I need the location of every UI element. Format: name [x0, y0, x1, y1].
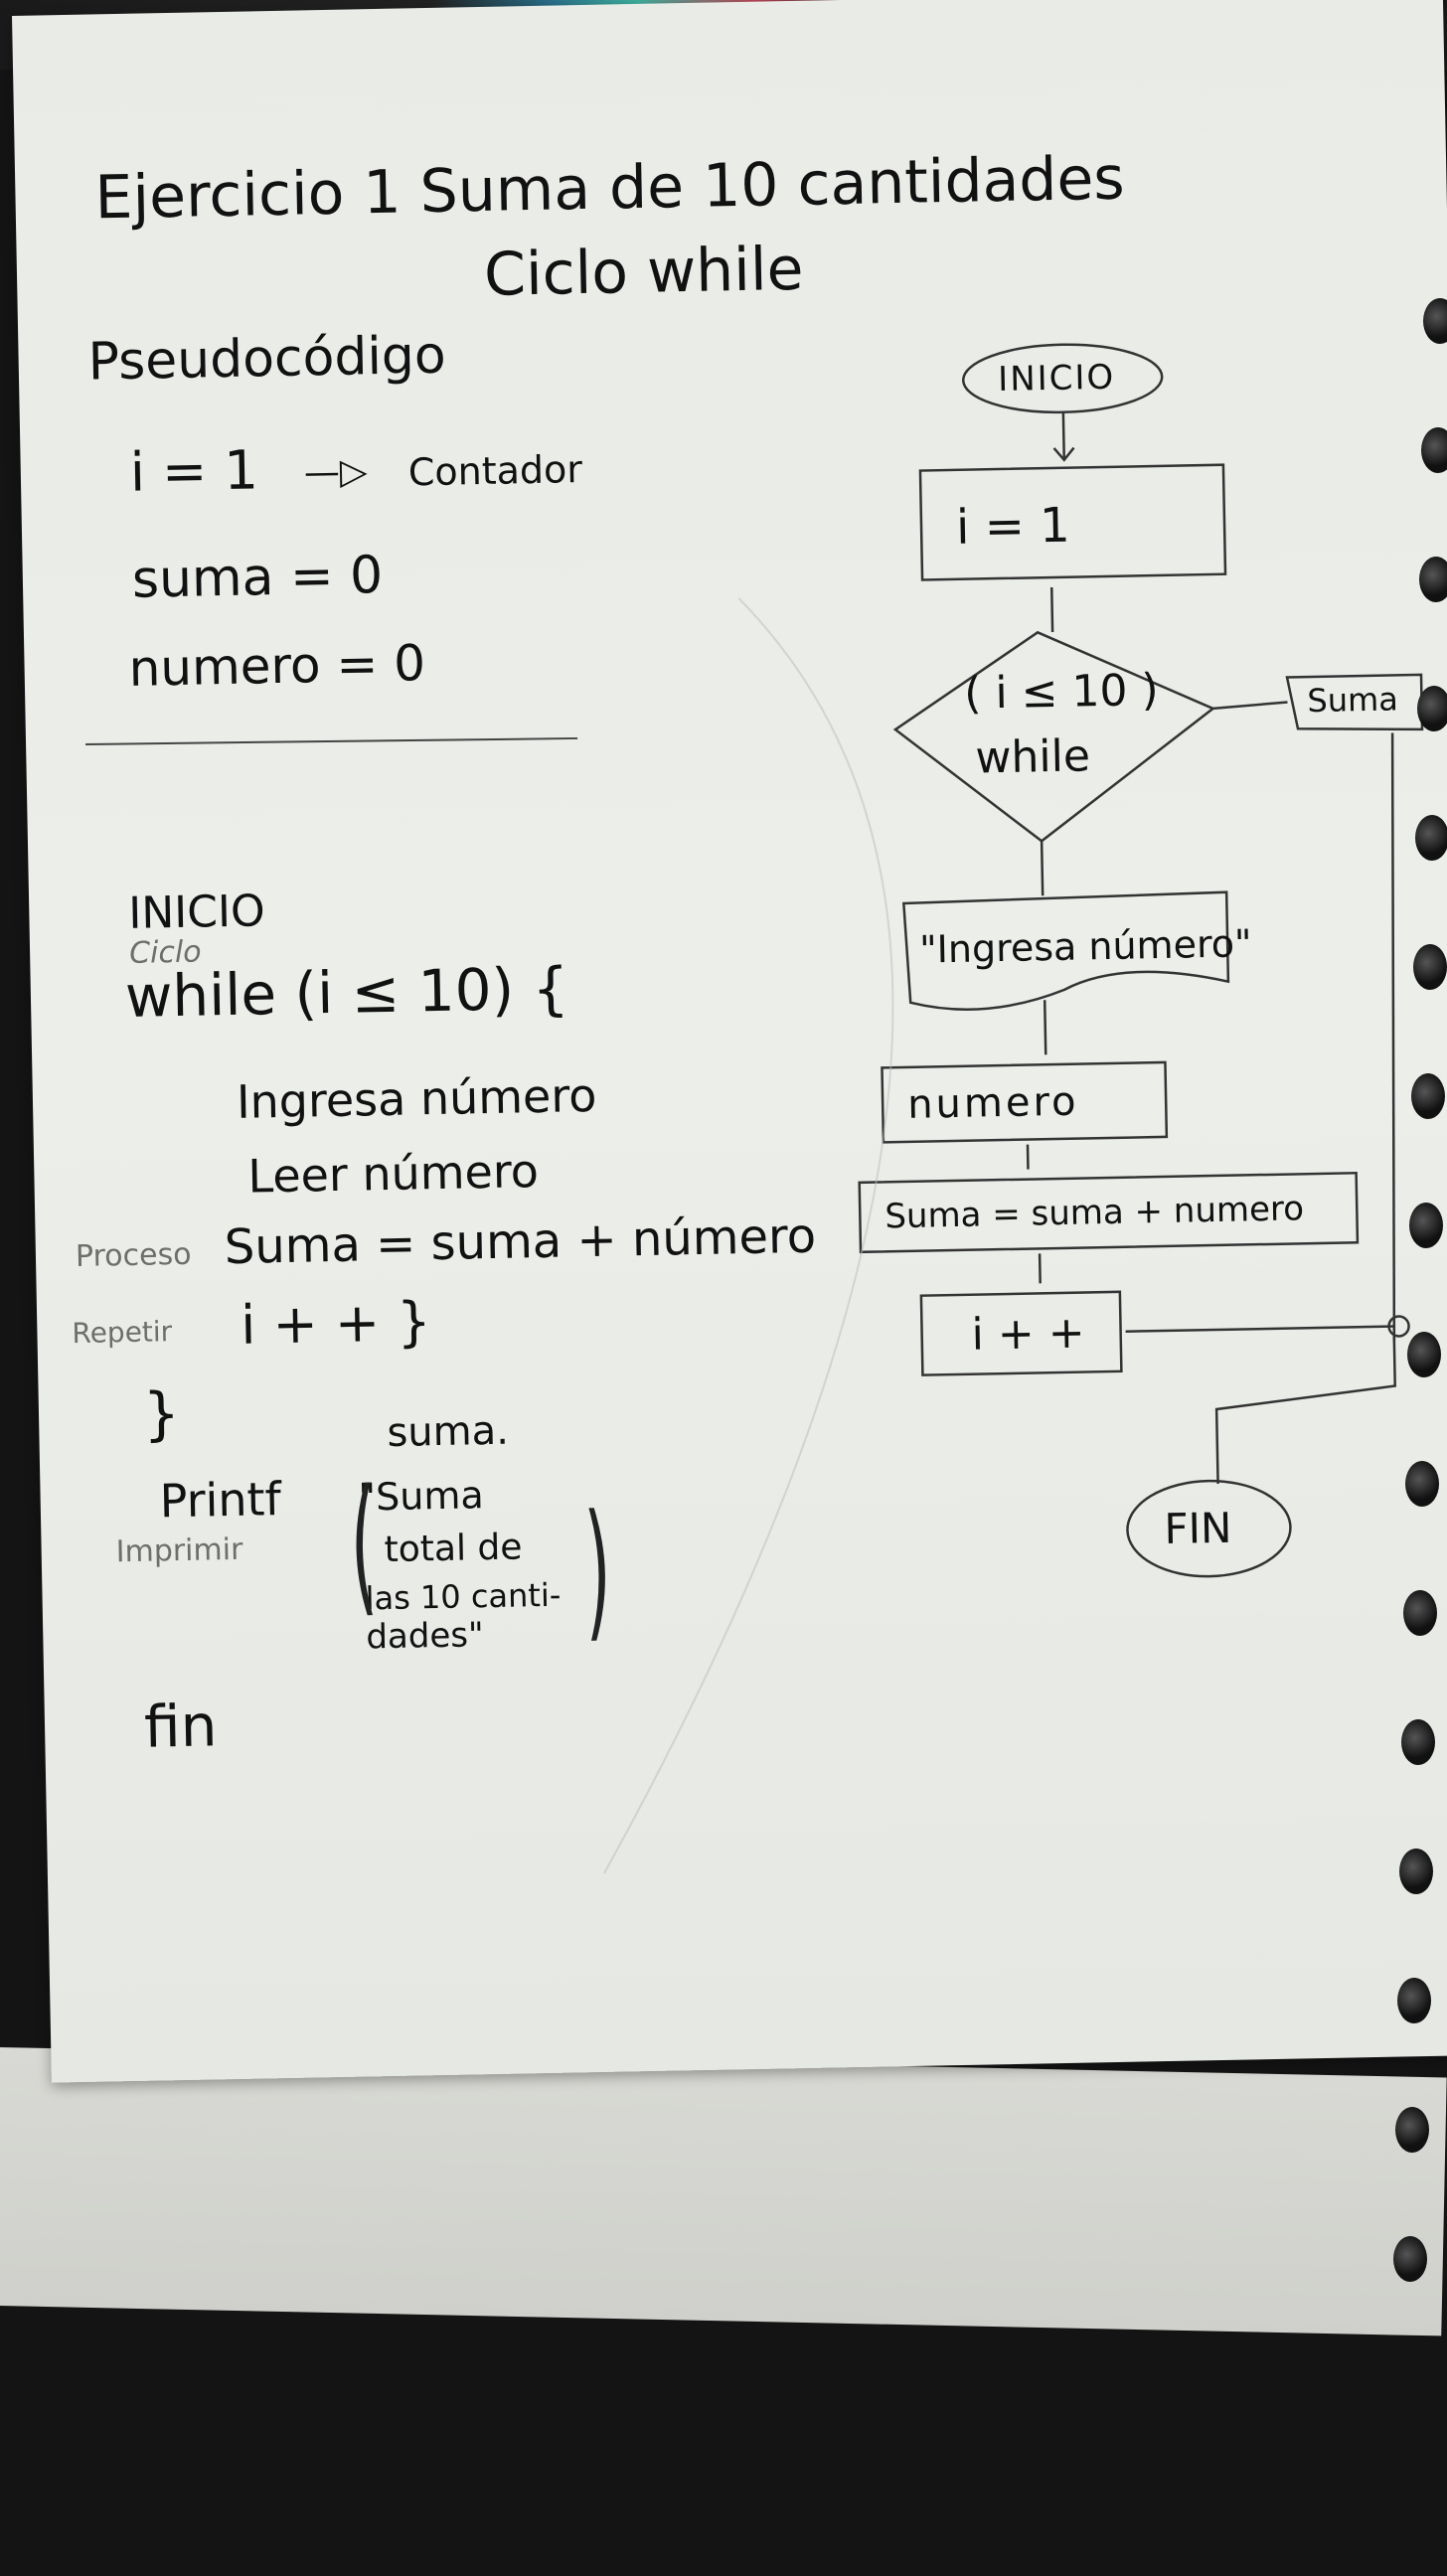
flow-increment-to-junction — [1125, 1325, 1394, 1333]
flow-condition-label: ( i ≤ 10 ) — [963, 664, 1160, 720]
binding-ring — [1415, 815, 1447, 861]
flow-increment-label: i + + — [971, 1307, 1086, 1361]
flow-output-label: Suma — [1307, 680, 1399, 721]
flow-process-shape — [858, 1171, 1360, 1254]
flow-start-shape — [961, 343, 1164, 414]
flow-increment-shape — [919, 1290, 1123, 1376]
flow-loop-right — [1390, 732, 1396, 1342]
binding-ring — [1395, 2107, 1429, 2153]
binding-ring — [1423, 298, 1447, 344]
pencil-sketch-arc — [603, 597, 894, 1874]
binding-ring — [1419, 557, 1447, 602]
flow-condition-while: while — [975, 730, 1091, 784]
flow-arrow-1 — [1061, 412, 1065, 458]
flow-output-shape — [1285, 673, 1424, 731]
flow-end-shape — [1126, 1479, 1292, 1578]
next-page-edge — [0, 2047, 1447, 2336]
flow-end-label: FIN — [1163, 1503, 1232, 1554]
binding-ring — [1413, 944, 1447, 990]
flow-init-label: i = 1 — [955, 497, 1071, 556]
binding-ring — [1407, 1332, 1441, 1377]
binding-ring — [1401, 1719, 1435, 1765]
flow-input-label: numero — [906, 1078, 1079, 1128]
flow-arrow-2 — [1049, 586, 1054, 633]
flow-process-to-increment — [1038, 1253, 1042, 1284]
binding-ring — [1409, 1203, 1443, 1248]
flow-prompt-label: "Ingresa número" — [918, 921, 1252, 972]
binding-ring — [1417, 686, 1447, 731]
binding-ring — [1411, 1073, 1445, 1119]
flow-decision-to-prompt — [1040, 841, 1045, 896]
binding-ring — [1405, 1461, 1439, 1507]
flow-prompt-shape — [901, 890, 1230, 1011]
binding-ring — [1403, 1590, 1437, 1636]
flowchart — [603, 343, 1424, 1874]
flow-input-shape — [881, 1060, 1169, 1144]
notebook-page: Ejercicio 1 Suma de 10 cantidades Ciclo … — [12, 0, 1447, 2083]
binding-ring — [1397, 1978, 1431, 2023]
flow-decision-to-output — [1212, 701, 1288, 711]
flow-junction — [1387, 1315, 1410, 1338]
flow-start-label: INICIO — [997, 357, 1116, 401]
flow-init-shape — [918, 463, 1227, 581]
flow-junction-to-end — [1214, 1336, 1396, 1484]
flow-process-label: Suma = suma + numero — [884, 1189, 1305, 1237]
binding-ring — [1393, 2236, 1427, 2282]
binding-ring — [1399, 1849, 1433, 1894]
binding-ring — [1421, 427, 1447, 473]
